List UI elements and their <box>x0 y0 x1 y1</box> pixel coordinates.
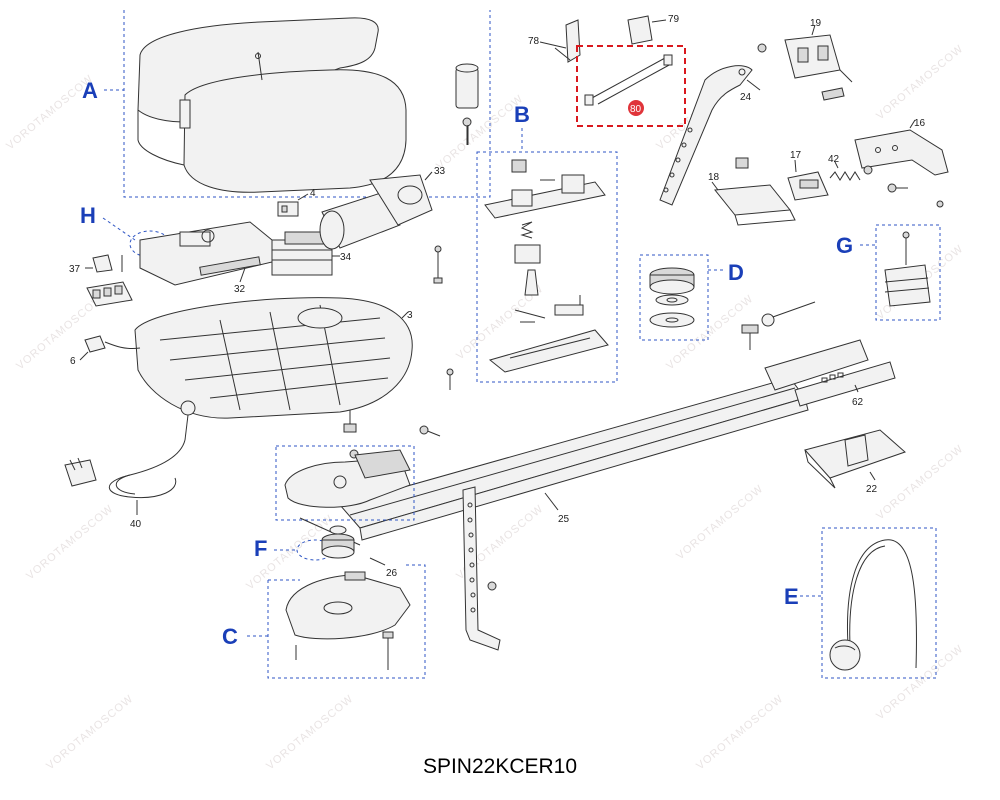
watermark: VOROTAMOSCOW <box>24 503 116 583</box>
group-g-label: G <box>836 233 853 258</box>
part-18: 18 <box>708 172 720 183</box>
base-housing: 3 <box>134 297 413 419</box>
motor: 33 <box>319 166 446 250</box>
group-f: F 26 <box>254 525 398 579</box>
group-e: E <box>784 527 937 679</box>
bracket-22: 22 <box>804 429 906 495</box>
part-4-bracket: 4 <box>277 188 316 217</box>
part-19: 19 <box>810 18 822 29</box>
group-c-box <box>267 564 426 679</box>
group-f-label: F <box>254 536 267 561</box>
part-42: 42 <box>828 154 840 165</box>
rail: 62 25 <box>339 339 896 651</box>
highlight-box <box>576 45 686 127</box>
power-cord: 40 <box>64 400 196 530</box>
door-arm: 24 <box>659 43 767 206</box>
group-d-box <box>639 254 709 341</box>
watermark: VOROTAMOSCOW <box>14 293 106 373</box>
part-6-sensor: 6 <box>70 335 141 367</box>
terminal-block: 37 <box>69 254 133 307</box>
group-c-label: C <box>222 624 238 649</box>
group-a-label: A <box>82 78 98 103</box>
transformer: 34 <box>271 231 352 276</box>
model-code: SPIN22KCER10 <box>422 755 578 778</box>
cylinder-part <box>455 63 479 145</box>
group-b: B <box>476 102 618 383</box>
group-e-label: E <box>784 584 799 609</box>
group-e-box <box>821 527 937 679</box>
watermark: VOROTAMOSCOW <box>674 483 766 563</box>
part-62: 62 <box>852 397 864 408</box>
group-c: C <box>222 564 426 679</box>
part-17: 17 <box>790 150 802 161</box>
spring-42: 42 <box>828 154 873 181</box>
group-d: D <box>639 254 744 341</box>
group-b-label: B <box>514 102 530 127</box>
part-26: 26 <box>386 568 398 579</box>
group-g-box <box>875 224 941 321</box>
part-40: 40 <box>130 519 142 530</box>
bracket-19: 19 <box>784 18 853 101</box>
part-6: 6 <box>70 356 76 367</box>
part-80: 80 <box>630 104 642 115</box>
cable-guide-parts: 78 79 <box>528 14 680 63</box>
group-g: G <box>836 224 941 321</box>
cover-body <box>183 69 407 193</box>
part-32: 32 <box>234 284 246 295</box>
group-a: A <box>82 10 491 198</box>
part-37: 37 <box>69 264 81 275</box>
pulley-top-box <box>275 445 415 546</box>
plate-18: 18 <box>708 157 796 226</box>
bracket-16: 16 <box>854 118 949 208</box>
part-3: 3 <box>407 310 413 321</box>
part-34: 34 <box>340 252 352 263</box>
part-79: 79 <box>668 14 680 25</box>
screws <box>343 125 469 437</box>
part-33: 33 <box>434 166 446 177</box>
bracket-17: 17 <box>787 150 829 201</box>
part-78: 78 <box>528 36 540 47</box>
group-h-label: H <box>80 203 96 228</box>
group-b-box <box>476 151 618 383</box>
bolts <box>741 301 816 350</box>
part-25: 25 <box>558 514 570 525</box>
part-24: 24 <box>740 92 752 103</box>
part-80-badge <box>628 100 644 116</box>
part-4: 4 <box>310 188 316 199</box>
part-22: 22 <box>866 484 878 495</box>
part-16: 16 <box>914 118 926 129</box>
watermark: VOROTAMOSCOW <box>874 643 966 723</box>
watermark: VOROTAMOSCOW <box>874 43 966 123</box>
control-board: 32 <box>139 221 273 295</box>
group-d-label: D <box>728 260 744 285</box>
highlighted-part-80[interactable]: 80 <box>576 45 686 127</box>
